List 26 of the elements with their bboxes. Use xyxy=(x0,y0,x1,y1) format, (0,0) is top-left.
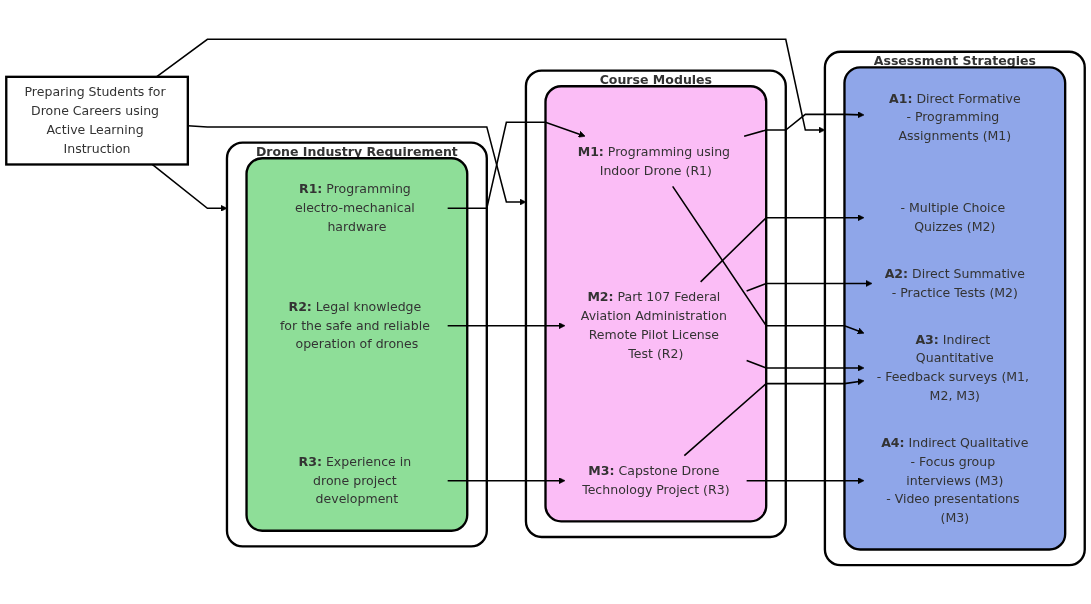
node-text: M1: Programming using Indoor Drone (R1) xyxy=(577,143,731,178)
arrow xyxy=(683,378,865,457)
arrow xyxy=(745,477,865,484)
arrow xyxy=(745,279,873,292)
node-text: A1: Direct Formative - Programming Assignments (M1) xyxy=(889,90,1021,144)
cluster xyxy=(843,66,1067,551)
node-text: R1: Programming electro-mechanical hardware xyxy=(294,181,415,234)
node-text: - Multiple Choice Quizzes (M2) xyxy=(900,200,1006,234)
arrow xyxy=(671,185,865,334)
arrow xyxy=(187,124,527,206)
cluster xyxy=(544,84,768,523)
arrow xyxy=(446,477,566,484)
node-text: M3: Capstone Drone Technology Project (R3) xyxy=(582,463,730,497)
arrow xyxy=(699,214,865,283)
cluster xyxy=(245,156,469,532)
node-text: A3: Indirect Quantitative - Feedback surveys (M1, M2, M3) xyxy=(876,331,1030,403)
node-text: R3: Experience in drone project development xyxy=(298,453,412,507)
arrow xyxy=(745,359,865,372)
node-box: Preparing Students for Drone Careers using Active Learning Instruction xyxy=(5,75,189,166)
arrow xyxy=(446,322,566,329)
arrow xyxy=(743,111,865,137)
node-text: A2: Direct Summative - Practice Tests (M2) xyxy=(884,265,1025,300)
node-text: A4: Indirect Qualitative - Focus group interviews (M3) - Video presentations (M3) xyxy=(881,435,1029,526)
node-text: M2: Part 107 Federal Aviation Administration Remote Pilot License Test (R2) xyxy=(580,289,727,361)
arrow xyxy=(446,121,586,209)
node-text: R2: Legal knowledge for the safe and reliable operation of drones xyxy=(279,298,430,352)
